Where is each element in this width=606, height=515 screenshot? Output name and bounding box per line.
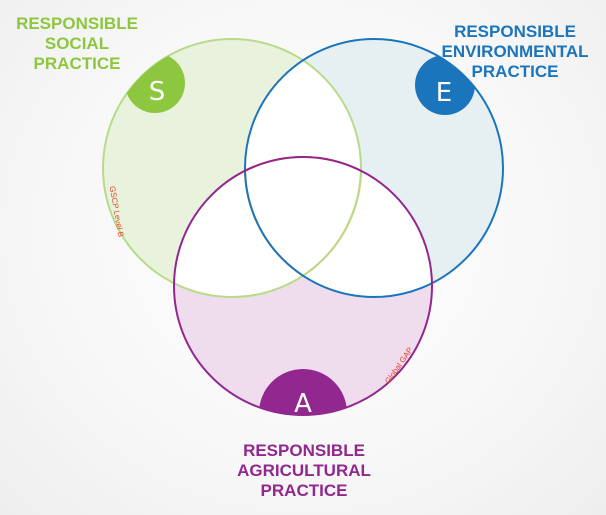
social-circle-outline bbox=[102, 38, 362, 298]
heading-agri-line-2: AGRICULTURAL bbox=[237, 461, 371, 480]
heading-agri-line-1: RESPONSIBLE bbox=[243, 441, 365, 460]
heading-agri-line-3: PRACTICE bbox=[260, 481, 348, 500]
heading-responsible-social-practice: RESPONSIBLE SOCIAL PRACTICE bbox=[2, 14, 152, 74]
agricultural-badge bbox=[259, 369, 347, 415]
environmental-circle-outline bbox=[244, 38, 504, 298]
heading-social-line-1: RESPONSIBLE bbox=[16, 14, 138, 33]
heading-env-line-3: PRACTICE bbox=[471, 62, 559, 81]
heading-social-line-3: PRACTICE bbox=[33, 54, 121, 73]
heading-responsible-agricultural-practice: RESPONSIBLE AGRICULTURAL PRACTICE bbox=[216, 441, 392, 501]
social-badge-letter: S bbox=[149, 77, 166, 107]
heading-env-line-2: ENVIRONMENTAL bbox=[441, 42, 589, 61]
heading-env-line-1: RESPONSIBLE bbox=[454, 22, 576, 41]
agricultural-badge-shape bbox=[259, 369, 347, 415]
agricultural-badge-letter: A bbox=[294, 389, 312, 419]
environmental-badge-letter: E bbox=[436, 78, 452, 108]
heading-responsible-environmental-practice: RESPONSIBLE ENVIRONMENTAL PRACTICE bbox=[430, 22, 600, 82]
heading-social-line-2: SOCIAL bbox=[44, 34, 110, 53]
